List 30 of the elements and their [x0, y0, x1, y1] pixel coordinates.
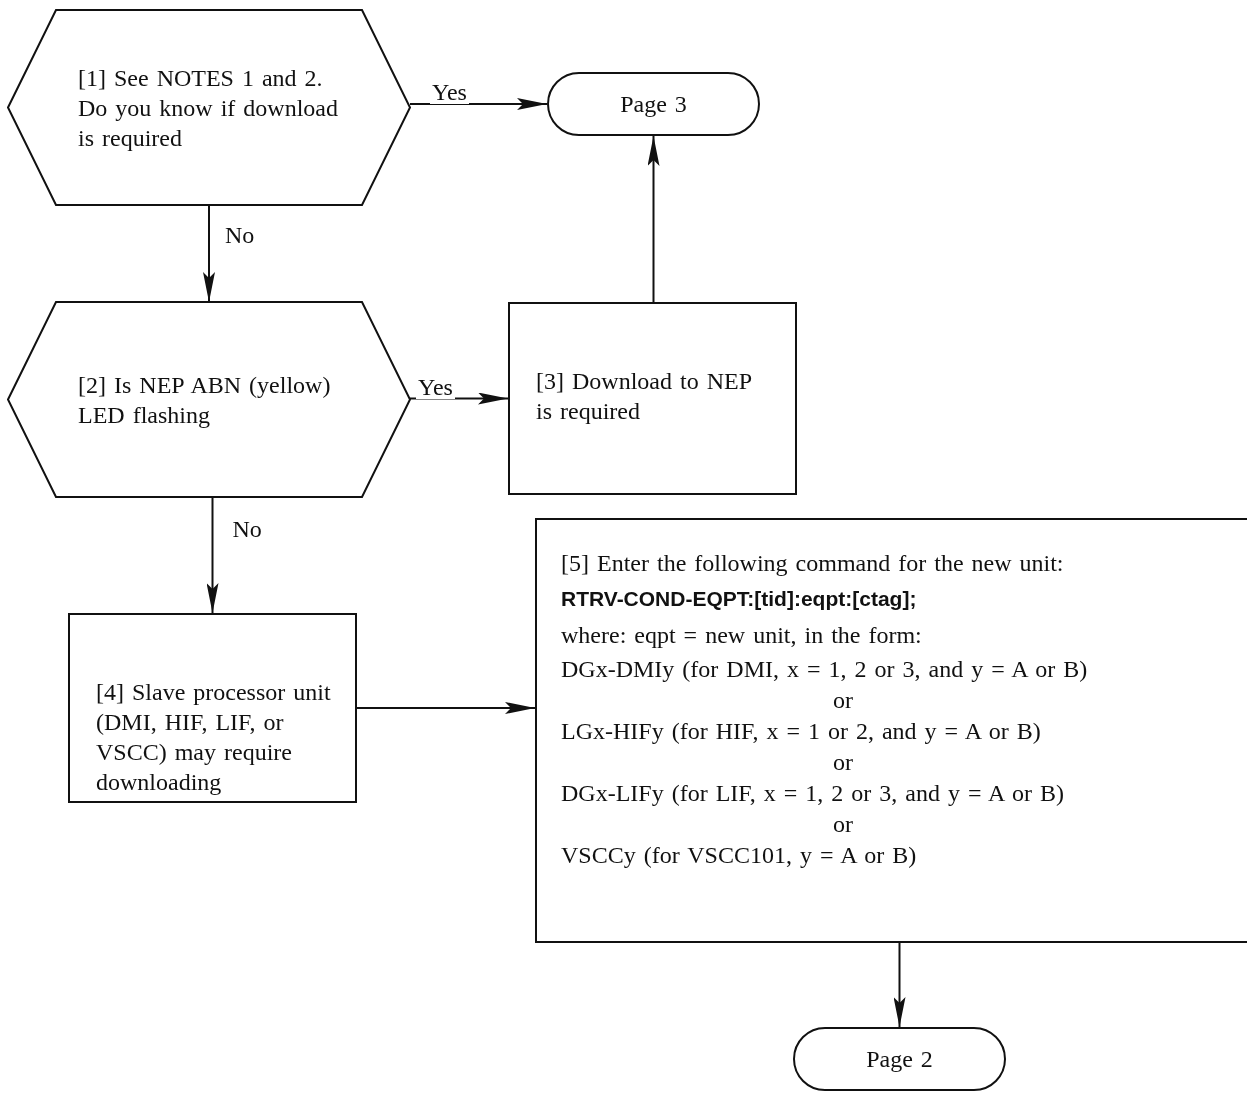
arrow [206, 496, 219, 614]
arrow [647, 135, 660, 303]
arrow [203, 204, 215, 303]
node-text: where: eqpt = new unit, in the form: [561, 621, 923, 651]
arrow [893, 942, 906, 1028]
decision-hexagon [8, 10, 410, 205]
process-box [535, 518, 1247, 943]
node-text: [1] See NOTES 1 and 2. Do you know if download is required [78, 63, 339, 153]
process-box [508, 302, 797, 495]
node-text: [4] Slave processor unit (DMI, HIF, LIF, or VSCC) may require downloading [96, 678, 332, 797]
terminal-box [793, 1027, 1006, 1091]
arrow [409, 98, 548, 110]
node-text: Page 2 [866, 1045, 933, 1074]
arrow [356, 702, 536, 714]
decision-hexagon [8, 302, 410, 497]
node-text: [3] Download to NEP is required [536, 367, 753, 426]
node-text: LGx-HIFy (for HIF, x = 1 or 2, and y = A or B) [561, 717, 1042, 747]
or-text: or [833, 812, 853, 837]
or-text: or [833, 688, 853, 713]
node-text: DGx-DMIy (for DMI, x = 1, 2 or 3, and y = A or B) [561, 655, 1089, 685]
node-text: VSCCy (for VSCC101, y = A or B) [561, 841, 918, 871]
terminal-box [547, 72, 760, 136]
node-text: [2] Is NEP ABN (yellow) LED flashing [78, 370, 332, 430]
node-text: [5] Enter the following command for the new unit: [561, 549, 1065, 578]
process-box [68, 613, 357, 803]
or-text: or [833, 750, 853, 775]
node-text: Page 3 [620, 90, 687, 119]
command-text: RTRV-COND-EQPT:[tid]:eqpt:[ctag]; [561, 586, 918, 612]
node-text: DGx-LIFy (for LIF, x = 1, 2 or 3, and y = A or B) [561, 779, 1066, 809]
arrow [409, 392, 509, 405]
